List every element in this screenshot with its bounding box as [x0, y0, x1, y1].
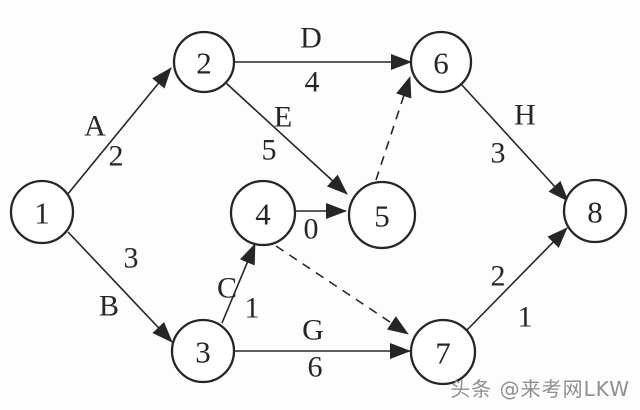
edge-H-line: [460, 83, 569, 202]
node-7-circle: [409, 318, 477, 386]
edge-H-label-1: 3: [491, 137, 506, 170]
edge-D-label-1: 4: [305, 66, 320, 99]
edges-layer: [66, 54, 569, 359]
node-6-label: 6: [433, 46, 449, 81]
node-6-circle: [409, 30, 473, 94]
edge-dummy-5-6-line: [375, 76, 412, 181]
node-3-label: 3: [195, 335, 211, 370]
node-4-circle: [229, 179, 297, 247]
node-4-label: 4: [255, 197, 271, 232]
edge-4-5-label-0: 0: [304, 213, 319, 246]
edge-H-label-0: H: [514, 99, 536, 132]
node-2-circle: [172, 30, 236, 94]
node-1-label: 1: [34, 196, 50, 231]
edge-C-line: [221, 243, 256, 324]
node-2-label: 2: [196, 46, 212, 81]
edge-C-label-0: C: [217, 272, 237, 305]
edge-A-line: [66, 67, 172, 196]
node-5-circle: [347, 180, 417, 250]
edge-B-label-1: B: [99, 290, 119, 323]
edge-C-label-1: 1: [245, 292, 260, 325]
edge-A-label-0: A: [84, 110, 106, 143]
edge-E-label-1: 5: [262, 134, 277, 167]
edge-E-label-0: E: [274, 101, 292, 134]
edge-7-8-label-1: 1: [518, 301, 533, 334]
edge-G-label-1: 6: [308, 351, 323, 384]
node-8-circle: [562, 178, 628, 244]
edge-A-label-1: 2: [109, 140, 124, 173]
node-3-circle: [170, 318, 236, 384]
node-8-label: 8: [587, 195, 603, 230]
edge-D-label-0: D: [300, 22, 322, 55]
edge-B-line: [67, 231, 173, 343]
watermark-text: 头条 @来考网LKW: [450, 377, 630, 401]
node-1-circle: [9, 179, 75, 245]
node-7-label: 7: [435, 336, 451, 371]
edge-dummy-4-7-line: [275, 245, 409, 335]
node-5-label: 5: [374, 199, 390, 234]
edge-G-label-0: G: [302, 314, 324, 347]
edge-B-label-0: 3: [124, 242, 139, 275]
edge-E-line: [225, 82, 348, 195]
edge-7-8-label-0: 2: [491, 260, 506, 293]
edge-7-8-line: [465, 227, 568, 332]
